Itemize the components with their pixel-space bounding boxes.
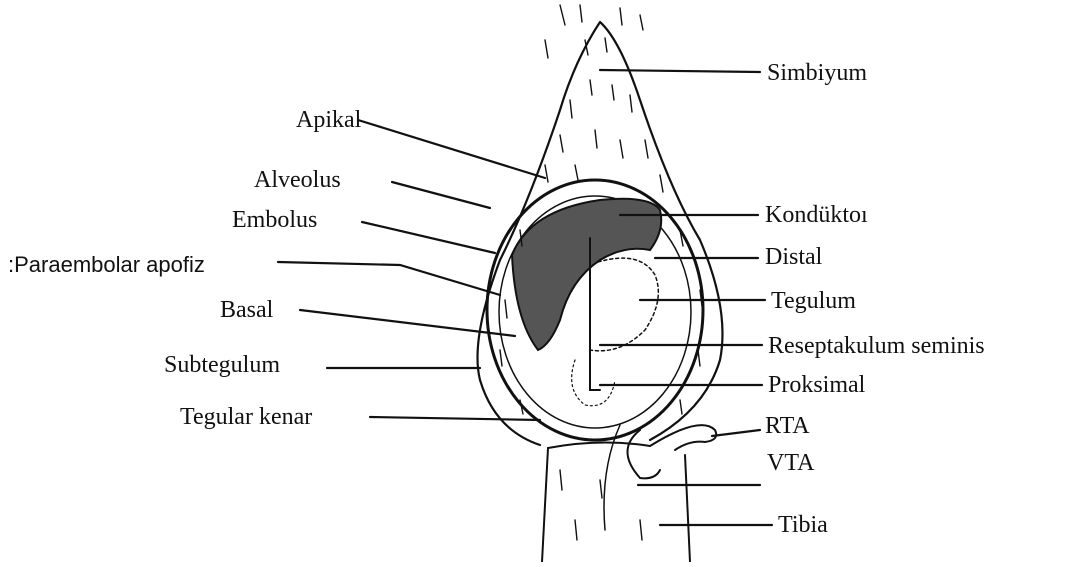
hatch-stroke: [560, 135, 563, 152]
hatch-stroke: [645, 140, 648, 158]
label-reseptakulum: Reseptakulum seminis: [768, 333, 985, 359]
hatch-stroke: [605, 38, 607, 52]
leader-rta: [712, 430, 760, 436]
leader-tegular: [370, 417, 540, 420]
label-distal: Distal: [765, 244, 822, 270]
tibia-top: [548, 442, 650, 448]
leader-alveolus: [392, 182, 490, 208]
tegulum-shape: [590, 258, 658, 351]
hatch-stroke: [698, 350, 700, 366]
tibia-outline: [542, 448, 690, 562]
label-basal: Basal: [220, 297, 273, 323]
hatch-stroke: [660, 175, 663, 192]
label-paraembolar: :Paraembolar apofiz: [8, 252, 205, 278]
leader-apikal: [358, 120, 545, 178]
leader-simbiyum: [600, 70, 760, 72]
label-tegulum: Tegulum: [771, 288, 856, 314]
hatch-stroke: [505, 300, 507, 318]
label-embolus: Embolus: [232, 207, 317, 233]
hatch-stroke: [640, 520, 642, 540]
label-alveolus: Alveolus: [254, 167, 341, 193]
hatch-stroke: [620, 140, 623, 158]
hatch-stroke: [680, 400, 682, 414]
hatch-stroke: [575, 520, 577, 540]
label-tegular-kenar: Tegular kenar: [180, 404, 312, 430]
label-simbiyum: Simbiyum: [767, 60, 867, 86]
label-tibia: Tibia: [778, 512, 828, 538]
hatch-stroke: [570, 100, 572, 118]
label-subtegulum: Subtegulum: [164, 352, 280, 378]
hatch-stroke: [560, 5, 565, 25]
hatch-stroke: [640, 15, 643, 30]
leader-embolus: [362, 222, 495, 253]
hatch-stroke: [500, 350, 502, 366]
label-apikal: Apikal: [296, 107, 361, 133]
hatch-stroke: [590, 80, 592, 95]
label-vta: VTA: [767, 450, 814, 476]
hatch-stroke: [545, 165, 548, 182]
label-rta: RTA: [765, 413, 810, 439]
hatch-stroke: [575, 165, 578, 180]
hatch-stroke: [630, 95, 632, 112]
hatch-stroke: [545, 40, 548, 58]
label-proksimal: Proksimal: [768, 372, 865, 398]
reservoir: [572, 360, 615, 406]
hatch-stroke: [595, 130, 597, 148]
rta-apophysis: [650, 425, 716, 450]
hatch-stroke: [620, 8, 622, 25]
hatch-stroke: [600, 480, 602, 498]
leader-paraembolar: [278, 262, 500, 295]
hatch-stroke: [560, 470, 562, 490]
hatch-stroke: [612, 85, 614, 100]
hatch-stroke: [580, 5, 582, 22]
label-konduktor: Kondüktoı: [765, 202, 868, 228]
